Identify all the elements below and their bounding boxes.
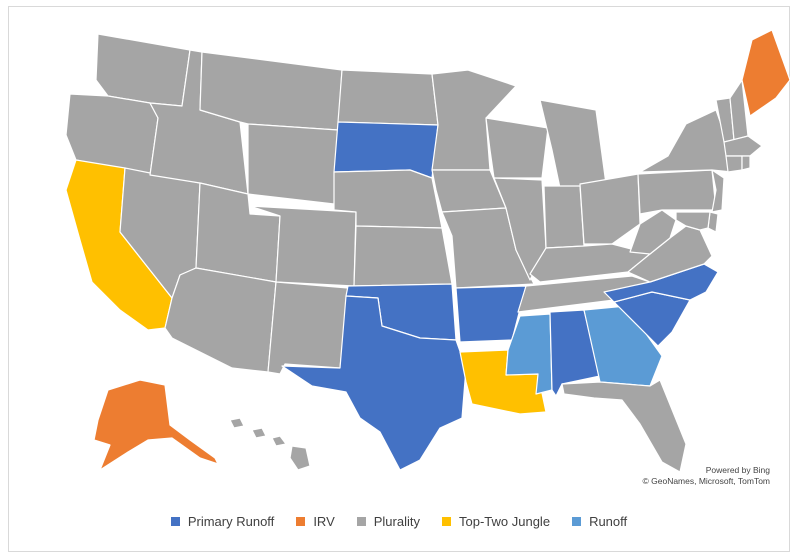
state-PA	[637, 169, 717, 215]
legend-item-top-two-jungle: Top-Two Jungle	[442, 514, 550, 529]
legend-label: Runoff	[589, 514, 628, 529]
state-CT	[725, 155, 743, 173]
map-attribution: Powered by Bing © GeoNames, Microsoft, T…	[643, 465, 771, 487]
legend-swatch	[170, 517, 180, 526]
state-MA	[723, 135, 763, 157]
attribution-sources: © GeoNames, Microsoft, TomTom	[642, 476, 771, 486]
state-WY	[247, 123, 339, 205]
legend-swatch	[356, 517, 366, 526]
state-MD	[675, 211, 711, 231]
state-FL	[561, 379, 687, 473]
state-ME	[741, 29, 791, 117]
legend-item-primary-runoff: Primary Runoff	[170, 514, 275, 529]
state-MN	[431, 69, 517, 171]
legend-swatch	[572, 517, 582, 526]
legend-label: IRV	[313, 514, 335, 529]
state-IL	[493, 177, 547, 281]
legend-label: Top-Two Jungle	[459, 514, 551, 529]
state-WA	[95, 33, 191, 107]
us-election-map	[65, 29, 791, 473]
state-RI	[741, 155, 751, 171]
state-IN	[543, 185, 585, 249]
state-KS	[353, 225, 453, 287]
state-CO	[249, 205, 357, 287]
state-OH	[579, 173, 641, 245]
state-NM	[267, 281, 349, 375]
state-WI	[485, 117, 549, 179]
legend-swatch	[442, 517, 451, 526]
legend-item-plurality: Plurality	[356, 514, 420, 529]
legend-label: Plurality	[373, 514, 420, 529]
legend-item-runoff: Runoff	[572, 514, 627, 529]
state-NJ	[711, 169, 725, 213]
map-legend: Primary Runoff IRV Plurality Top-Two Jun…	[0, 514, 798, 529]
state-AK	[93, 379, 219, 471]
attribution-powered-by: Powered by Bing	[705, 465, 770, 475]
state-ND	[337, 69, 439, 126]
legend-item-irv: IRV	[296, 514, 335, 529]
state-AZ	[164, 267, 277, 373]
state-HI	[229, 417, 311, 471]
state-UT	[195, 182, 281, 283]
legend-swatch	[296, 517, 306, 526]
state-TX	[281, 295, 467, 471]
state-SD	[333, 121, 439, 179]
legend-label: Primary Runoff	[187, 514, 275, 529]
state-NY	[639, 109, 733, 173]
state-MI	[539, 99, 607, 189]
